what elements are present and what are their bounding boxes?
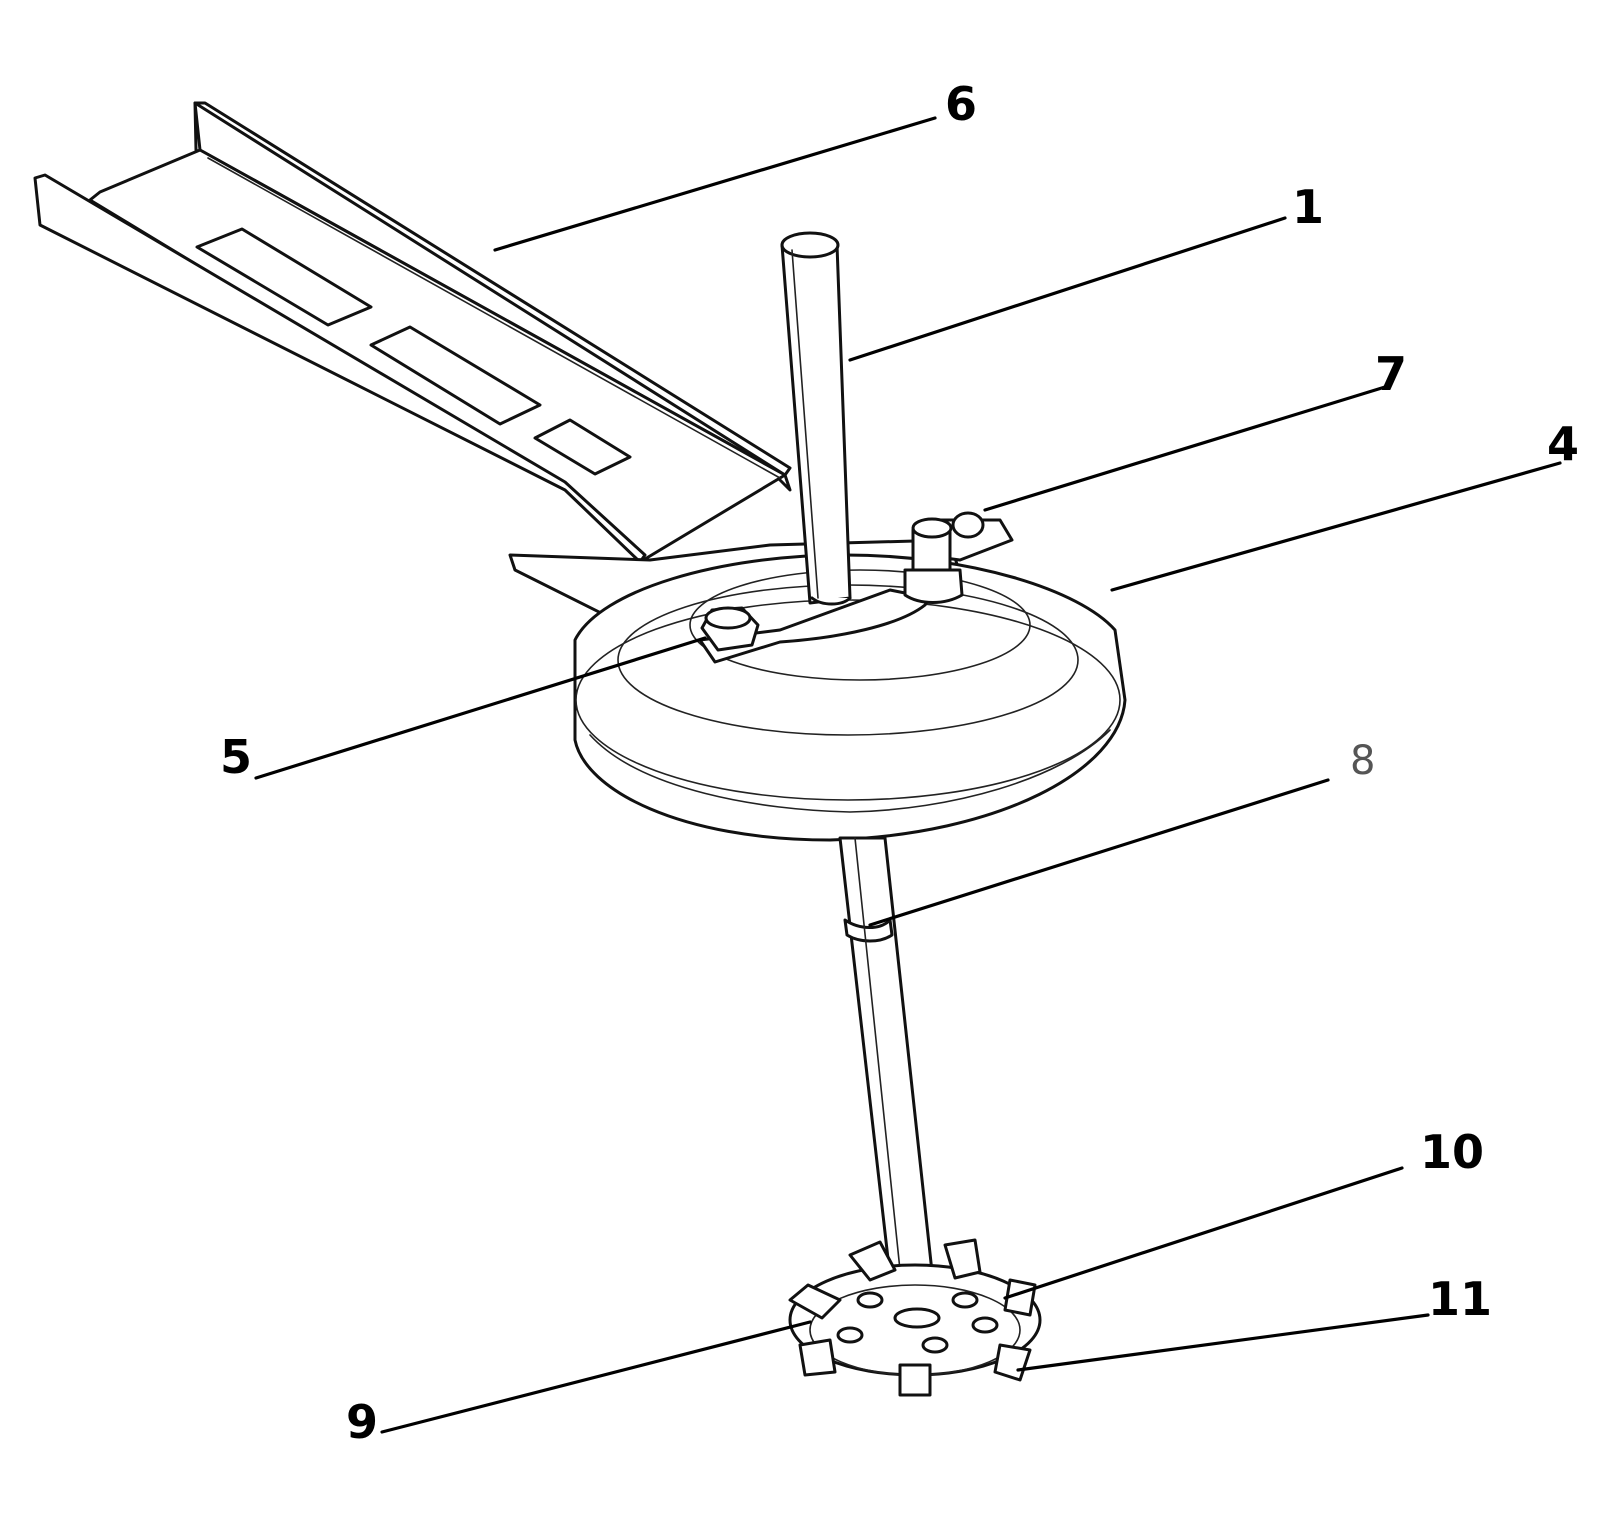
slot-3 [533, 418, 632, 476]
leader-4 [1110, 461, 1562, 592]
label-5: 5 [220, 730, 252, 784]
label-10: 10 [1420, 1125, 1484, 1179]
label-7: 7 [1375, 347, 1407, 401]
label-9: 9 [346, 1395, 378, 1449]
chute-trough [33, 101, 962, 677]
hex-bolt [700, 606, 760, 652]
leader-9 [380, 1320, 812, 1434]
leader-7 [983, 385, 1387, 512]
slot-2 [369, 325, 542, 426]
leader-lines [254, 116, 1562, 1434]
leader-8 [868, 778, 1330, 927]
upper-shaft [780, 231, 852, 606]
pin-post [903, 511, 985, 604]
leader-11 [1016, 1313, 1430, 1372]
label-1: 1 [1292, 180, 1324, 234]
leader-1 [848, 216, 1287, 362]
label-6: 6 [945, 77, 977, 131]
leader-6 [493, 116, 937, 252]
label-8: 8 [1350, 738, 1375, 784]
label-4: 4 [1547, 417, 1579, 471]
slot-1 [195, 227, 373, 327]
reference-numerals: 6 1 7 4 5 8 10 11 9 [220, 77, 1579, 1449]
impeller [788, 1238, 1042, 1397]
label-11: 11 [1428, 1272, 1492, 1326]
lower-shaft [838, 836, 939, 1322]
leader-10 [1003, 1166, 1404, 1300]
leader-5 [254, 636, 707, 780]
